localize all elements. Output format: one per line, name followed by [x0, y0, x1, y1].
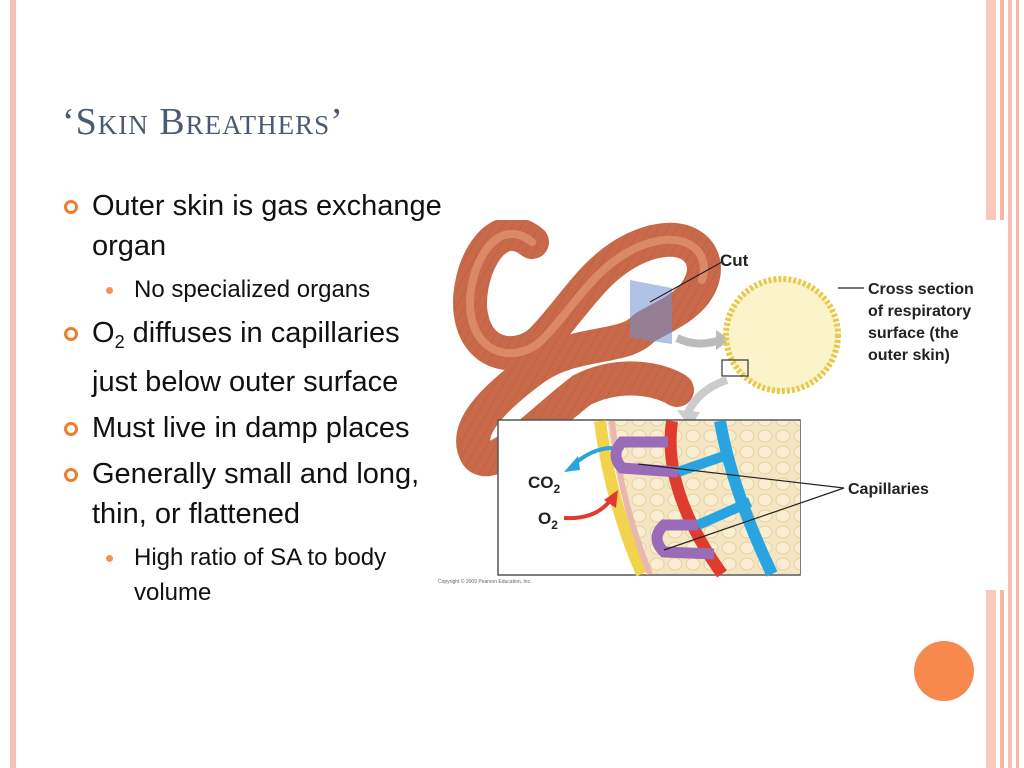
o2-symbol: O	[92, 317, 115, 349]
label-cross-section: Cross section of respiratory surface (th…	[868, 281, 978, 364]
label-cut: Cut	[720, 251, 749, 270]
cut-plane	[630, 280, 672, 344]
bullet-dot-icon	[106, 287, 113, 294]
bullet-text: diffuses in capillaries just below outer…	[92, 317, 400, 398]
cross-section-circle	[723, 276, 841, 394]
bullet-item: Generally small and long, thin, or flatt…	[62, 454, 442, 534]
bullet-dot-icon	[106, 555, 113, 562]
bullet-ring-icon	[64, 200, 78, 214]
bullet-item: O2 diffuses in capillaries just below ou…	[62, 313, 442, 402]
bullet-list: Outer skin is gas exchange organ No spec…	[62, 186, 442, 616]
zoom-box	[721, 359, 749, 377]
bullet-text: Outer skin is gas exchange organ	[92, 190, 442, 262]
bullet-ring-icon	[64, 327, 78, 341]
vein-vessel	[714, 419, 778, 577]
bullet-ring-icon	[64, 422, 78, 436]
bullet-text: Generally small and long, thin, or flatt…	[92, 458, 420, 530]
earthworm-diagram: Cut Cross section of respiratory surface…	[438, 220, 978, 585]
copyright-note: Copyright © 2009 Pearson Education, Inc.	[438, 578, 531, 585]
sub-bullet-item: High ratio of SA to body volume	[62, 540, 442, 610]
slide-title: ‘Skin Breathers’	[62, 101, 344, 143]
label-capillaries: Capillaries	[848, 481, 929, 498]
sub-bullet-text: No specialized organs	[134, 276, 371, 303]
right-border-stripe	[1008, 0, 1012, 768]
decorative-circle	[914, 641, 974, 701]
bullet-item: Must live in damp places	[62, 408, 442, 448]
sub-bullet-item: No specialized organs	[62, 272, 442, 307]
left-border-stripe	[10, 0, 16, 768]
label-co2: CO2	[528, 473, 561, 496]
bullet-ring-icon	[64, 468, 78, 482]
sub-bullet-text: High ratio of SA to body volume	[134, 544, 387, 606]
o2-subscript: 2	[114, 332, 125, 352]
label-o2: O2	[538, 509, 558, 532]
bullet-text: Must live in damp places	[92, 412, 410, 444]
right-border-stripe	[1016, 0, 1019, 768]
bullet-item: Outer skin is gas exchange organ	[62, 186, 442, 266]
